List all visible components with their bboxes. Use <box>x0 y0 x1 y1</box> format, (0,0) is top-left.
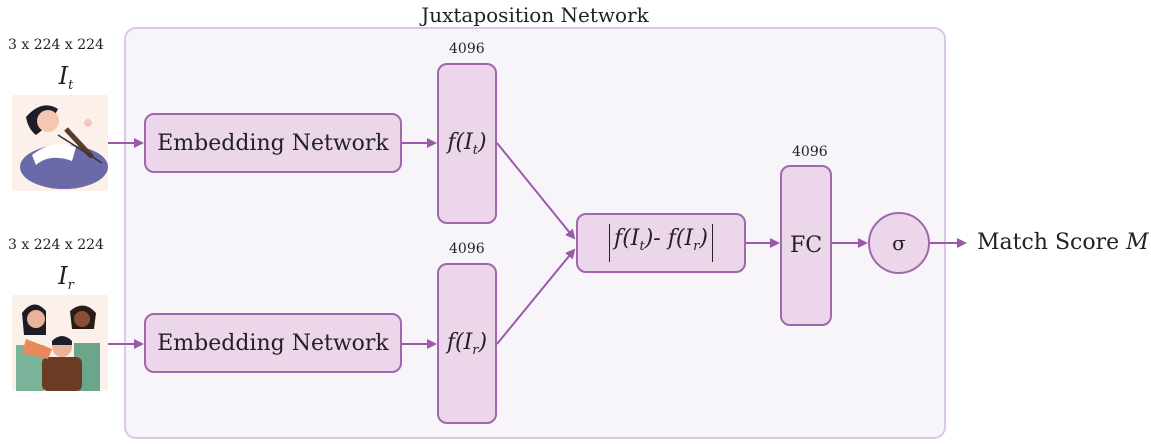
feature-bottom-dim: 4096 <box>449 241 485 257</box>
feature-vector-top: f(It) <box>437 63 497 224</box>
target-image <box>12 95 108 191</box>
container-title: Juxtaposition Network <box>421 3 649 27</box>
reference-image <box>12 295 108 391</box>
sigmoid-node: σ <box>868 212 930 274</box>
output-label: Match Score M <box>977 230 1149 255</box>
input-bottom-dim: 3 x 224 x 224 <box>8 237 104 253</box>
arrow-feature-top-to-difference <box>496 142 576 240</box>
group-illustration-icon <box>12 295 108 391</box>
absolute-difference-node: f(It)- f(Ir) <box>576 213 746 273</box>
input-bottom-symbol: Ir <box>58 262 74 293</box>
violinist-illustration-icon <box>12 95 108 191</box>
feature-top-dim: 4096 <box>449 41 485 57</box>
embedding-network-bottom: Embedding Network <box>144 313 402 373</box>
fc-dim: 4096 <box>792 144 828 160</box>
arrow-feature-bottom-to-difference <box>496 248 576 345</box>
input-top-dim: 3 x 224 x 224 <box>8 37 104 53</box>
feature-vector-bottom: f(Ir) <box>437 263 497 424</box>
embedding-network-top: Embedding Network <box>144 113 402 173</box>
fully-connected-layer: FC <box>780 165 832 326</box>
input-top-symbol: It <box>58 62 74 93</box>
